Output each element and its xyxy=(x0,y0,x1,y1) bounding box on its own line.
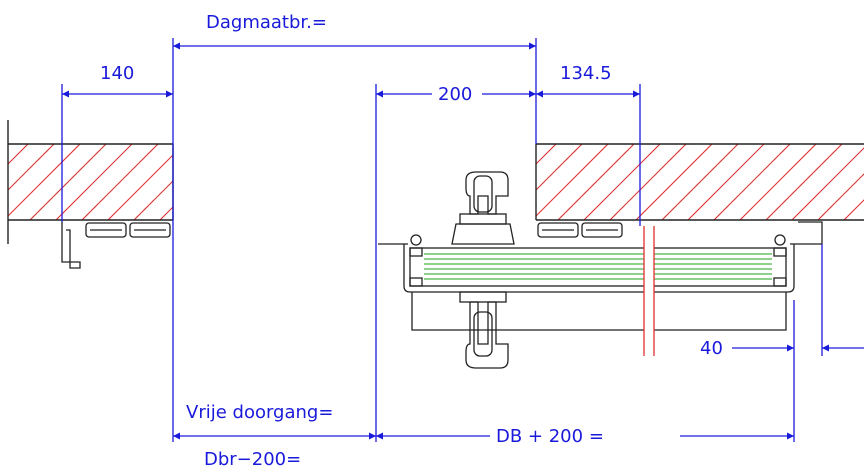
overlap-label: 40 xyxy=(700,338,723,359)
wall-left xyxy=(7,120,360,244)
free-passage-formula: Dbr−200= xyxy=(204,449,301,470)
frame-left xyxy=(61,222,171,269)
hatch-line xyxy=(244,124,360,240)
hatch-line xyxy=(166,124,282,240)
door-handle-top-icon xyxy=(451,171,515,245)
hatch-line xyxy=(81,144,159,220)
hatch-line xyxy=(133,180,173,220)
glass-pane xyxy=(424,253,772,280)
hatch-line xyxy=(635,144,713,220)
wall-left-label: 140 xyxy=(100,63,134,84)
hatch-line xyxy=(713,144,791,220)
hatch-line xyxy=(107,154,173,220)
wall-right xyxy=(535,124,864,240)
hatch-line xyxy=(8,144,55,191)
dagmaat-label: Dagmaatbr.= xyxy=(206,12,327,33)
hatch-line xyxy=(8,144,81,217)
total-label: DB + 200 = xyxy=(496,426,604,447)
door-leaf xyxy=(378,226,795,356)
frame-right xyxy=(537,221,823,245)
door-handle-bottom-icon xyxy=(459,291,509,369)
hatch-line xyxy=(687,144,765,220)
hatch-line xyxy=(765,144,843,220)
free-passage-label: Vrije doorgang= xyxy=(186,402,333,423)
hatch-line xyxy=(218,124,334,240)
dimension-wall-left: 140 xyxy=(62,63,173,98)
hatch-line xyxy=(8,144,29,165)
dimension-dagmaat: Dagmaatbr.= xyxy=(173,12,536,50)
hatch-line xyxy=(791,147,864,220)
hatch-line xyxy=(536,144,583,191)
hatch-line xyxy=(850,124,864,240)
dimension-wall-right: 134.5 xyxy=(536,63,640,98)
hatch-line xyxy=(609,144,687,220)
hatch-line xyxy=(557,144,635,220)
hatch-line xyxy=(739,144,817,220)
hatch-line xyxy=(536,144,609,217)
wall-right-label: 134.5 xyxy=(560,63,612,84)
hatch-line xyxy=(29,144,107,220)
dimension-overlap: 40 xyxy=(700,338,864,359)
wall-left-hatch xyxy=(8,124,360,240)
hatch-line xyxy=(661,144,739,220)
leaf-offset-label: 200 xyxy=(438,84,472,105)
hatch-line xyxy=(55,144,133,220)
dimension-free-passage: Vrije doorgang= Dbr−200= xyxy=(173,402,376,470)
wall-right-hatch xyxy=(536,124,864,240)
dimension-total: DB + 200 = xyxy=(376,426,794,447)
hatch-line xyxy=(583,144,661,220)
hatch-line xyxy=(192,124,308,240)
hatch-line xyxy=(817,173,864,220)
dimension-leaf-offset: 200 xyxy=(376,84,536,105)
